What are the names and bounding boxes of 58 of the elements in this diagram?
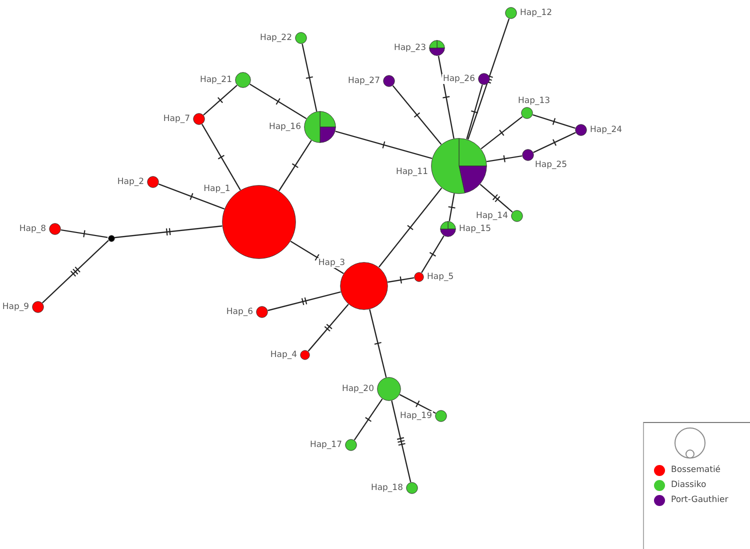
haplotype-label: Hap_12 — [519, 8, 554, 18]
network-link — [369, 309, 387, 378]
network-link — [354, 398, 383, 440]
haplotype-label: Hap_8 — [18, 224, 47, 234]
network-link — [335, 130, 432, 160]
legend-label: Bossematié — [671, 465, 721, 476]
network-link — [42, 240, 109, 304]
network-link — [308, 304, 349, 352]
network-link — [399, 394, 436, 414]
haplotype-label: Hap_2 — [116, 177, 145, 187]
haplotype-label: Hap_25 — [534, 160, 568, 170]
haplotype-label: Hap_23 — [392, 43, 427, 53]
haplotype-label: Hap_16 — [268, 122, 302, 132]
haplotype-label: Hap_1 — [202, 184, 232, 194]
network-link — [268, 291, 341, 312]
network-link — [250, 84, 307, 120]
haplotype-label: Hap_26 — [442, 74, 476, 84]
network-link — [302, 44, 318, 112]
network-link — [438, 56, 454, 139]
network-link — [486, 155, 522, 162]
haplotype-label: Hap_15 — [458, 224, 492, 234]
haplotype-label: Hap_7 — [162, 114, 191, 124]
network-link — [466, 84, 483, 140]
network-link — [480, 116, 523, 150]
haplotype-label: Hap_5 — [426, 272, 455, 282]
network-link — [202, 124, 241, 190]
network-link — [421, 236, 444, 274]
haplotype-label: Hap_6 — [225, 307, 254, 317]
network-link — [533, 132, 576, 153]
network-link — [60, 229, 108, 238]
haplotype-label: Hap_14 — [474, 211, 509, 221]
network-link — [278, 140, 312, 192]
haplotype-label: Hap_18 — [370, 483, 404, 493]
haplotype-label: Hap_3 — [317, 258, 346, 268]
network-link — [480, 184, 513, 213]
haplotype-label: Hap_4 — [269, 350, 298, 360]
network-link — [532, 114, 576, 129]
network-link — [388, 277, 414, 283]
legend-label: Diassiko — [671, 480, 706, 491]
network-link — [114, 225, 222, 238]
network-link — [158, 184, 225, 210]
haplotype-label: Hap_27 — [346, 76, 381, 86]
haplotype-label: Hap_17 — [308, 440, 343, 450]
haplotype-label: Hap_22 — [258, 33, 293, 43]
haplotype-label: Hap_21 — [198, 75, 233, 85]
haplotype-label: Hap_24 — [589, 125, 624, 135]
legend-label: Port-Gauthier — [671, 495, 728, 506]
haplotype-label: Hap_19 — [398, 411, 433, 421]
network-link — [392, 85, 442, 145]
network-link — [203, 84, 238, 116]
network-link — [378, 188, 442, 268]
network-link — [467, 18, 510, 140]
haplotype-label: Hap_20 — [340, 384, 375, 394]
haplotype-label: Hap_9 — [1, 302, 30, 312]
network-link — [448, 193, 455, 222]
haplotype-label: Hap_13 — [517, 96, 552, 106]
network-link — [391, 400, 412, 482]
haplotype-label: Hap_11 — [394, 167, 429, 177]
